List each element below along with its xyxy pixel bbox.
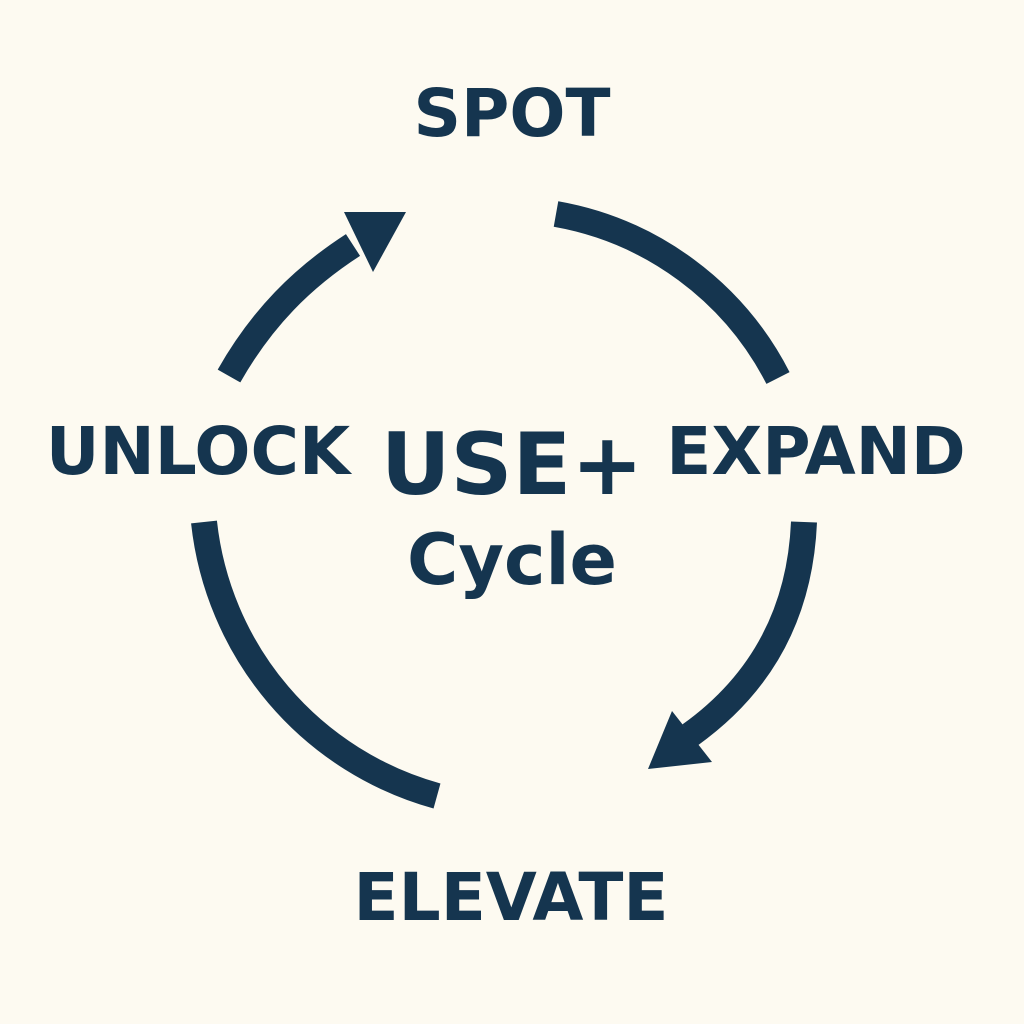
arrowhead-spot-icon bbox=[344, 212, 406, 272]
stage-label-expand: EXPAND bbox=[666, 413, 965, 490]
arc-expand-to-elevate bbox=[682, 521, 817, 746]
arrowhead-elevate-icon bbox=[648, 711, 712, 769]
arc-elevate-to-unlock bbox=[191, 520, 441, 809]
center-subtitle: Cycle bbox=[407, 519, 617, 601]
arc-spot-to-expand bbox=[553, 201, 790, 384]
stage-label-spot: SPOT bbox=[413, 75, 610, 152]
stage-label-unlock: UNLOCK bbox=[46, 413, 353, 490]
center-title: USE+ bbox=[381, 415, 644, 515]
stage-label-elevate: ELEVATE bbox=[354, 859, 669, 936]
arc-unlock-to-spot bbox=[217, 234, 361, 383]
